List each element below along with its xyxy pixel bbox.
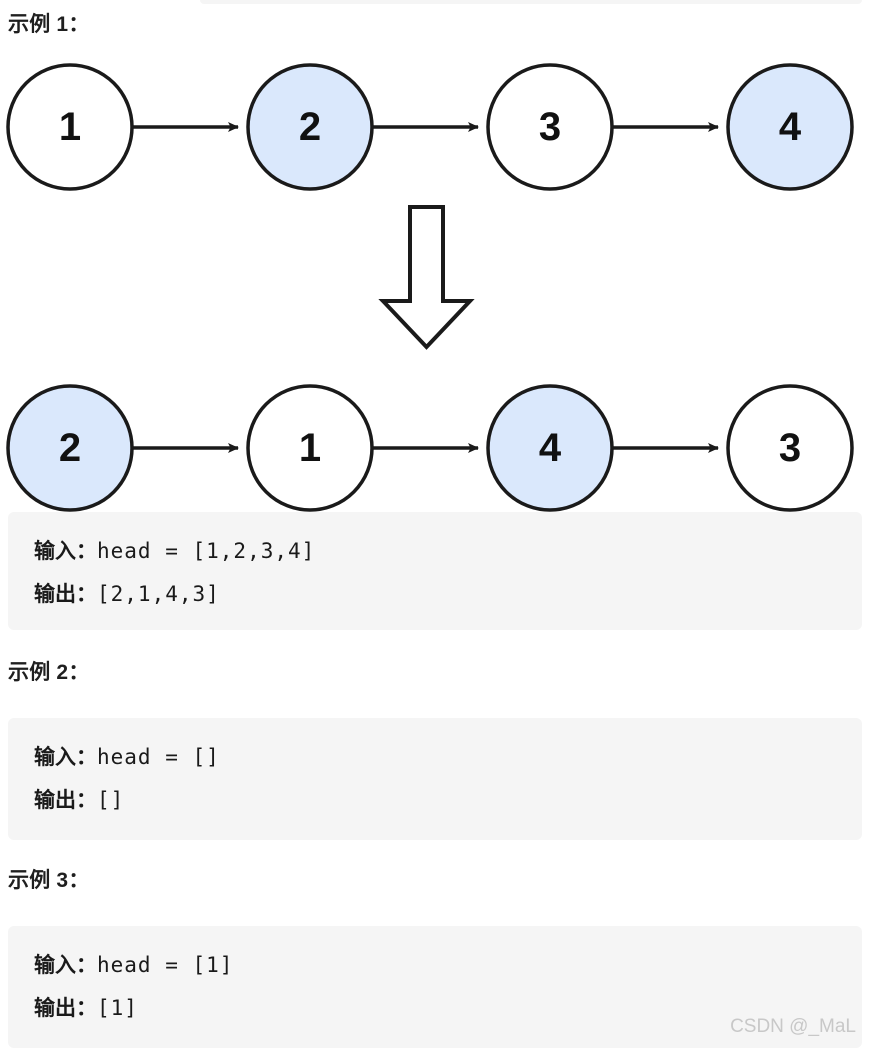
node-after-3: 3 bbox=[726, 384, 854, 512]
node-after-2-label: 4 bbox=[539, 426, 562, 470]
input-label: 输入： bbox=[34, 954, 97, 977]
example-1-input-line: 输入：head = [1,2,3,4] bbox=[34, 530, 862, 573]
example-2-input-line: 输入：head = [] bbox=[34, 736, 862, 779]
example-1-output-line: 输出：[2,1,4,3] bbox=[34, 573, 862, 616]
input-value: head = [1,2,3,4] bbox=[97, 539, 316, 563]
output-label: 输出： bbox=[34, 997, 97, 1020]
output-label: 输出： bbox=[34, 789, 97, 812]
linked-list-row-before: 1 2 3 4 bbox=[6, 63, 854, 191]
example-3-codeblock: 输入：head = [1] 输出：[1] bbox=[8, 926, 862, 1048]
node-after-2: 4 bbox=[486, 384, 614, 512]
node-before-0-label: 1 bbox=[59, 105, 81, 149]
input-value: head = [1] bbox=[97, 953, 234, 977]
node-after-1: 1 bbox=[246, 384, 374, 512]
example-1-heading: 示例 1： bbox=[8, 13, 90, 36]
output-value: [] bbox=[97, 788, 125, 812]
node-after-3-label: 3 bbox=[779, 426, 801, 470]
example-2-codeblock: 输入：head = [] 输出：[] bbox=[8, 718, 862, 840]
linked-list-diagram: 1 2 3 4 bbox=[0, 55, 874, 520]
input-label: 输入： bbox=[34, 540, 97, 563]
example-3-heading: 示例 3： bbox=[8, 869, 90, 892]
watermark: CSDN @_MaL bbox=[730, 1016, 856, 1037]
output-value: [1] bbox=[97, 996, 138, 1020]
node-before-1: 2 bbox=[246, 63, 374, 191]
node-after-0: 2 bbox=[6, 384, 134, 512]
input-value: head = [] bbox=[97, 745, 220, 769]
input-label: 输入： bbox=[34, 746, 97, 769]
previous-codeblock-edge bbox=[200, 0, 862, 4]
example-3-output-line: 输出：[1] bbox=[34, 987, 862, 1030]
node-before-1-label: 2 bbox=[299, 105, 321, 149]
node-before-0: 1 bbox=[6, 63, 134, 191]
node-before-2: 3 bbox=[486, 63, 614, 191]
node-before-3: 4 bbox=[726, 63, 854, 191]
output-value: [2,1,4,3] bbox=[97, 582, 220, 606]
example-2-heading: 示例 2： bbox=[8, 661, 90, 684]
example-2-output-line: 输出：[] bbox=[34, 779, 862, 822]
linked-list-row-after: 2 1 4 3 bbox=[6, 384, 854, 512]
node-after-1-label: 1 bbox=[299, 426, 321, 470]
transform-down-arrow bbox=[378, 205, 475, 350]
example-3-input-line: 输入：head = [1] bbox=[34, 944, 862, 987]
node-before-3-label: 4 bbox=[779, 105, 802, 149]
node-before-2-label: 3 bbox=[539, 105, 561, 149]
output-label: 输出： bbox=[34, 583, 97, 606]
example-1-codeblock: 输入：head = [1,2,3,4] 输出：[2,1,4,3] bbox=[8, 512, 862, 630]
node-after-0-label: 2 bbox=[59, 426, 81, 470]
